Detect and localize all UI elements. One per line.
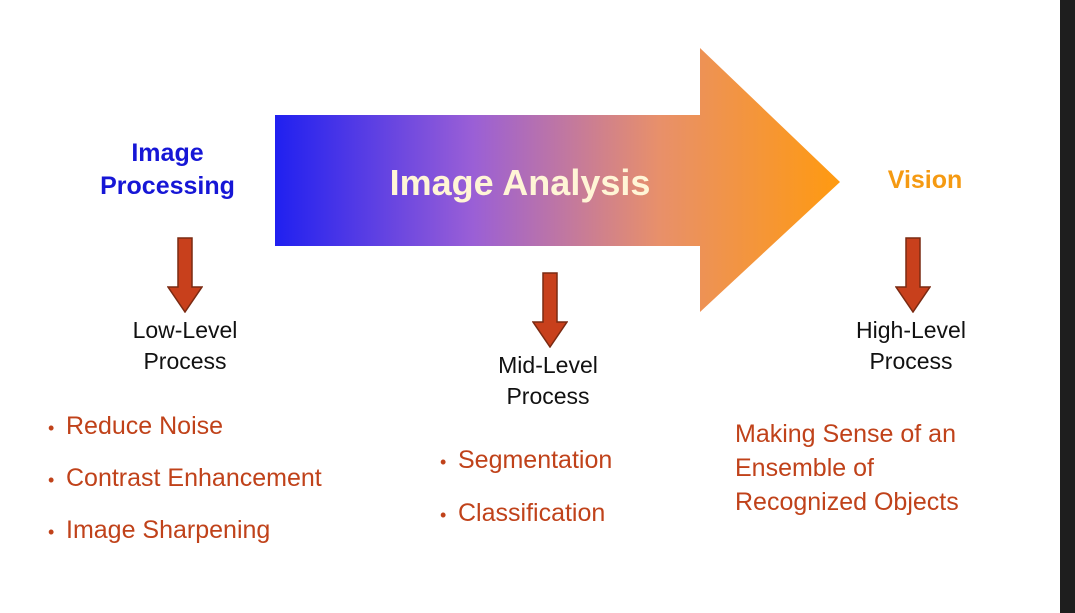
list-item: • Contrast Enhancement — [48, 462, 322, 497]
list-item: • Classification — [440, 497, 612, 532]
down-arrow-icon — [895, 237, 931, 313]
low-level-bullet-list: • Reduce Noise • Contrast Enhancement • … — [48, 410, 322, 566]
low-level-label: Low-Level Process — [132, 317, 238, 374]
right-edge-bar — [1060, 0, 1075, 613]
bullet-dot-icon: • — [48, 418, 55, 438]
high-level-description: Making Sense of an Ensemble of Recognize… — [735, 420, 959, 516]
bullet-dot-icon: • — [48, 470, 55, 490]
image-analysis-title: Image Analysis — [389, 162, 651, 203]
list-item: • Segmentation — [440, 444, 612, 479]
high-level-label: High-Level Process — [856, 317, 966, 374]
list-item-text: Contrast Enhancement — [66, 464, 322, 492]
mid-level-label: Mid-Level Process — [498, 352, 598, 409]
bullet-dot-icon: • — [440, 452, 447, 472]
list-item-text: Reduce Noise — [66, 412, 224, 440]
list-item: • Reduce Noise — [48, 410, 322, 445]
list-item-text: Classification — [458, 499, 606, 527]
mid-level-bullet-list: • Segmentation • Classification — [440, 444, 612, 550]
image-processing-title: Image Processing — [100, 139, 235, 200]
list-item-text: Image Sharpening — [66, 516, 271, 544]
down-arrow-icon — [532, 272, 568, 348]
bullet-dot-icon: • — [48, 522, 55, 542]
analysis-arrow-shape — [275, 48, 840, 312]
vision-title: Vision — [887, 166, 963, 194]
list-item: • Image Sharpening — [48, 514, 322, 549]
list-item-text: Segmentation — [458, 446, 613, 474]
down-arrow-icon — [167, 237, 203, 313]
bullet-dot-icon: • — [440, 505, 447, 525]
